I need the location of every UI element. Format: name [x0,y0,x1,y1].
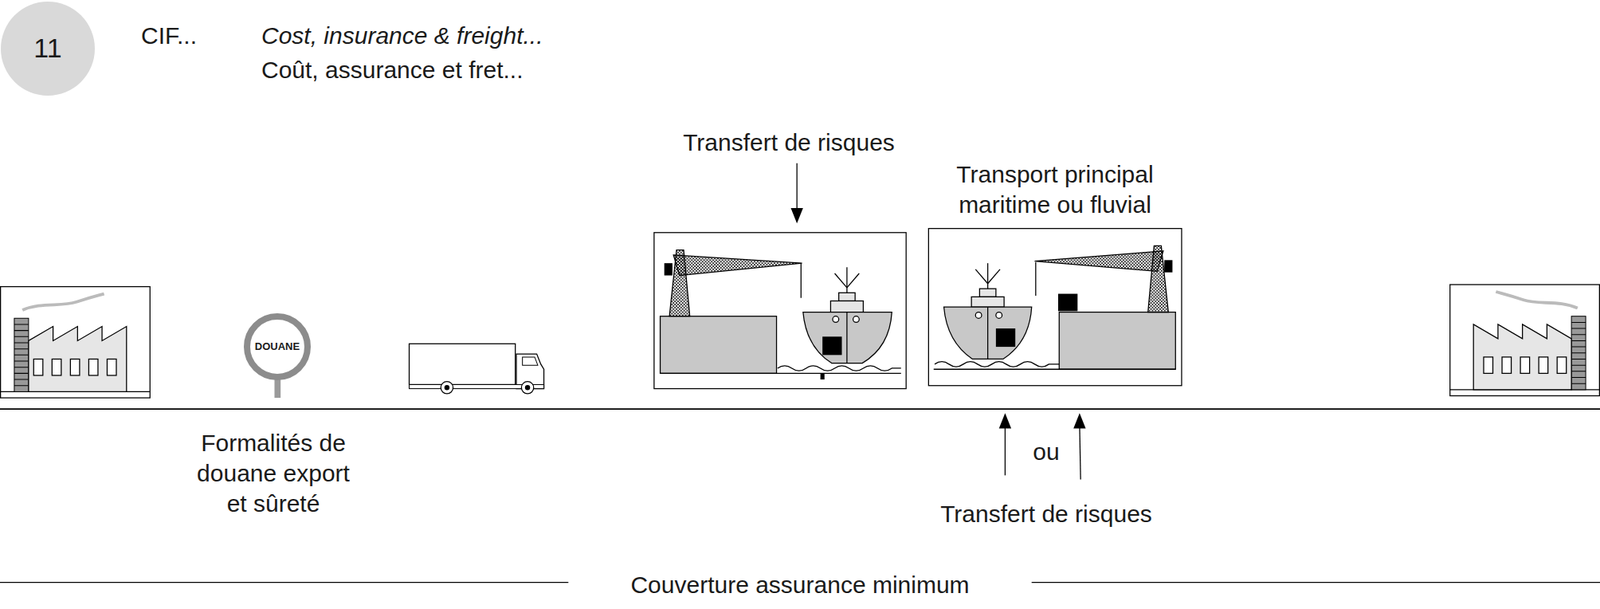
port-unloading-scene [988,269,1000,284]
port-unloading-scene [1164,259,1173,272]
truck-icon [440,381,453,394]
factory-icon [51,358,62,375]
step-number-badge-text: 11 [33,33,62,63]
timeline-line [0,407,1600,410]
port-loading-scene [654,232,906,389]
port-loading-scene [800,262,802,299]
incoterm-title: CIF... [141,20,197,51]
factory-icon [1571,316,1586,390]
port-loading-scene [839,292,855,301]
factory-icon [1450,284,1600,396]
factory-icon [0,286,151,398]
port-unloading-scene [987,306,989,359]
factory-icon [1520,356,1530,373]
port-unloading-scene [975,312,982,319]
customs-sign-pole [274,378,281,398]
factory-icon [1450,284,1600,396]
truck-icon [444,384,450,390]
port-unloading-scene [971,296,1004,307]
port-unloading-scene [928,228,1182,386]
factory-icon [1538,356,1549,373]
subtitle-french: Coût, assurance et fret... [261,54,524,86]
risk-transfer-arrow [999,412,1012,428]
subtitle-english: Cost, insurance & freight... [261,20,544,51]
factory-icon [1495,291,1577,308]
port-unloading-scene [996,312,1003,319]
factory-icon [22,294,104,310]
port-loading-scene [673,254,802,276]
port-unloading-scene [975,269,988,284]
risk-transfer-arrow [999,412,1012,475]
port-unloading-scene [1058,312,1176,370]
risk-transfer-arrow [1073,412,1086,428]
port-loading-scene [660,316,777,374]
factory-icon [1571,321,1586,384]
risk-transfer-arrow [1004,423,1006,475]
main-transport-label: Transport principal maritime ou fluvial [947,159,1163,220]
factory-icon [14,317,29,392]
port-loading-scene [835,273,848,288]
insurance-coverage-line [0,581,569,583]
port-loading-scene [832,316,840,323]
factory-icon [1501,356,1512,373]
insurance-coverage-line [1031,581,1600,583]
step-number-badge: 11 [0,1,95,96]
factory-icon [1556,356,1567,373]
factory-icon [88,358,99,375]
port-loading-scene [830,301,863,313]
risk-transfer-arrow [1073,412,1086,479]
port-loading-scene [654,232,906,389]
customs-sign-pole [274,378,281,398]
factory-icon [33,358,44,375]
factory-icon [14,324,29,386]
timeline-line [0,408,1600,410]
port-unloading-scene [1035,262,1036,296]
risk-transfer-label: Transfert de risques [682,127,895,158]
port-unloading-scene [934,361,1059,367]
port-unloading-scene [979,288,996,297]
port-unloading-scene [987,262,989,289]
factory-icon [106,358,117,375]
risk-transfer-arrow [790,163,803,224]
port-unloading-scene [933,368,1177,370]
port-loading-scene [777,365,902,371]
risk-transfer-arrow [790,207,803,224]
port-loading-scene [664,262,673,275]
risk-transfer-arrow [796,163,798,212]
truck-icon [522,356,538,365]
port-loading-scene [847,273,859,288]
insurance-coverage-label: Couverture assurance minimum [622,569,977,600]
truck-icon [409,343,545,394]
port-unloading-scene [928,228,1182,386]
factory-icon [0,286,151,398]
port-loading-scene [822,336,842,355]
port-unloading-scene [1035,250,1164,272]
risk-transfer-arrow [1079,423,1081,479]
risk-transfer-label: Transfert de risques [940,498,1153,530]
port-loading-scene [803,312,892,364]
factory-icon [28,326,127,393]
port-loading-scene [853,316,860,323]
port-loading-scene [846,312,848,364]
customs-formalities-label: Formalités de douane export et sûreté [185,427,361,519]
port-unloading-scene [996,328,1016,347]
port-loading-scene [846,266,848,293]
truck-icon [521,381,534,394]
customs-sign: DOUANE [243,313,311,381]
factory-icon [1473,324,1572,390]
truck-icon [525,384,530,390]
port-loading-scene [820,372,825,380]
or-label: ou [1032,436,1059,467]
port-unloading-scene [1058,294,1078,312]
port-loading-scene [660,372,902,374]
port-unloading-scene [944,306,1032,359]
factory-icon [1483,356,1494,373]
factory-icon [70,358,80,375]
customs-sign-text: DOUANE [254,341,300,353]
truck-icon [409,343,516,385]
